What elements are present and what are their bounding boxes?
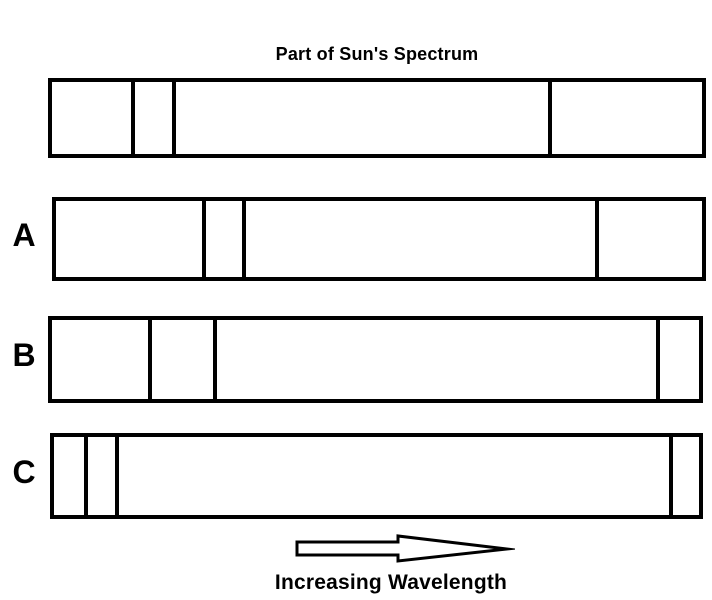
absorption-line bbox=[655, 320, 660, 399]
absorption-line bbox=[147, 320, 152, 399]
absorption-line bbox=[201, 201, 206, 277]
spectrum-a-bar bbox=[52, 197, 706, 281]
sun-spectrum-bar bbox=[48, 78, 706, 158]
absorption-line bbox=[131, 82, 136, 154]
spectrum-c-bar bbox=[50, 433, 703, 519]
absorption-line bbox=[171, 82, 176, 154]
spectrum-b-label: B bbox=[12, 337, 36, 373]
diagram-title: Part of Sun's Spectrum bbox=[275, 44, 479, 64]
absorption-line bbox=[547, 82, 552, 154]
absorption-line bbox=[114, 437, 119, 515]
increasing-wavelength-arrow-icon bbox=[295, 534, 515, 563]
absorption-line bbox=[669, 437, 674, 515]
spectrum-b-bar bbox=[48, 316, 703, 403]
absorption-line bbox=[595, 201, 600, 277]
spectrum-a-label: A bbox=[12, 216, 36, 253]
absorption-line bbox=[83, 437, 88, 515]
wavelength-caption: Increasing Wavelength bbox=[274, 571, 508, 594]
spectrum-c-label: C bbox=[12, 453, 36, 490]
absorption-line bbox=[241, 201, 246, 277]
absorption-line bbox=[213, 320, 218, 399]
